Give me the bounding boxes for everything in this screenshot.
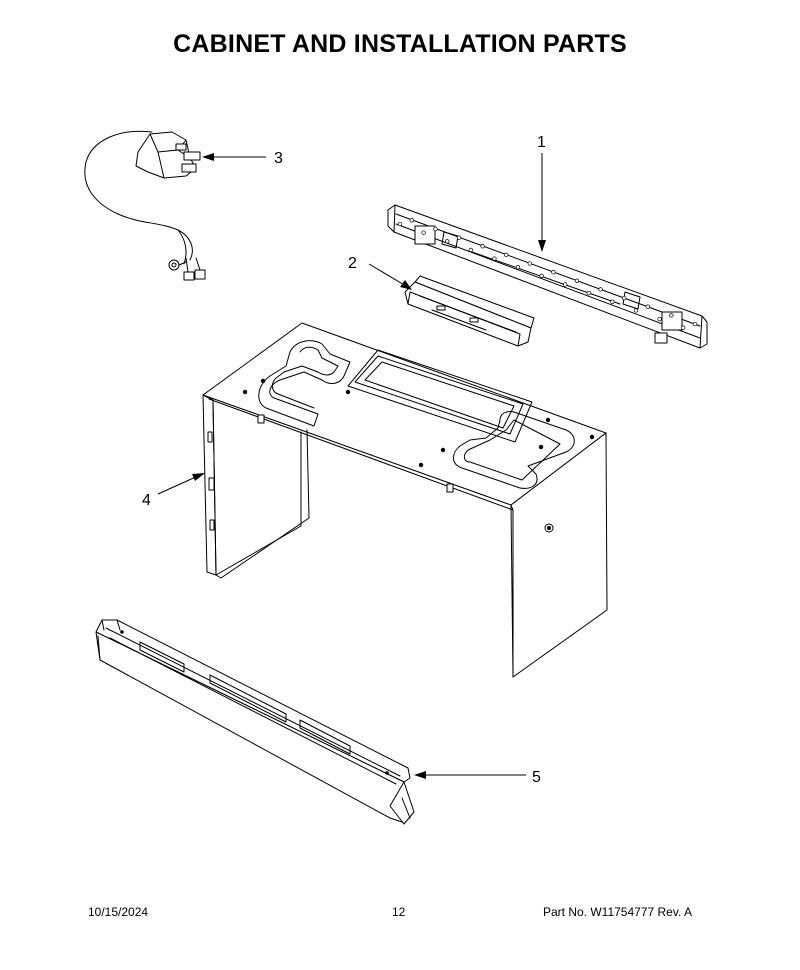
plate-hole (515, 265, 521, 270)
plate-hole (492, 256, 497, 261)
plate-hole (409, 218, 414, 223)
plate-hole (480, 244, 485, 249)
callout-3: 3 (202, 150, 283, 167)
power-cord-illustration (84, 130, 206, 281)
callout-1: 1 (537, 134, 546, 252)
plate-hole (633, 308, 639, 313)
plate-hole (539, 273, 544, 278)
plate-hole (563, 282, 568, 287)
bracket-illustration (404, 275, 535, 347)
plate-hole (586, 290, 591, 296)
callout-number-2: 2 (348, 255, 357, 272)
plate-hole (622, 295, 627, 301)
plate-hole (421, 230, 426, 235)
plate-hole (445, 239, 450, 244)
plate-hole (504, 252, 509, 258)
plate-hole (397, 221, 403, 227)
plate-hole (468, 247, 473, 253)
callout-number-3: 3 (274, 150, 283, 167)
plate-hole (598, 287, 603, 292)
cabinet-illustration (202, 322, 608, 678)
callout-2: 2 (348, 255, 412, 290)
mounting-plate-illustration (387, 204, 708, 349)
plate-hole (692, 321, 698, 327)
plate-hole (574, 278, 580, 283)
plate-hole (527, 261, 532, 266)
callout-5: 5 (414, 769, 541, 786)
plate-hole (456, 235, 462, 240)
callout-4: 4 (142, 473, 205, 509)
callout-number-1: 1 (537, 134, 546, 151)
footer-part-number: Part No. W11754777 Rev. A (543, 905, 692, 919)
plate-hole (681, 325, 686, 330)
front-trim-illustration (95, 619, 415, 825)
plate-hole (669, 313, 674, 318)
plate-hole (645, 304, 650, 309)
footer-page-number: 12 (392, 905, 406, 919)
plate-hole (610, 299, 615, 304)
footer-date: 10/15/2024 (88, 905, 149, 919)
plate-hole (433, 226, 438, 232)
page-title: CABINET AND INSTALLATION PARTS (173, 30, 627, 58)
callout-number-4: 4 (142, 492, 151, 509)
plate-hole (657, 316, 662, 322)
plate-hole (551, 270, 556, 275)
callout-number-5: 5 (532, 769, 541, 786)
